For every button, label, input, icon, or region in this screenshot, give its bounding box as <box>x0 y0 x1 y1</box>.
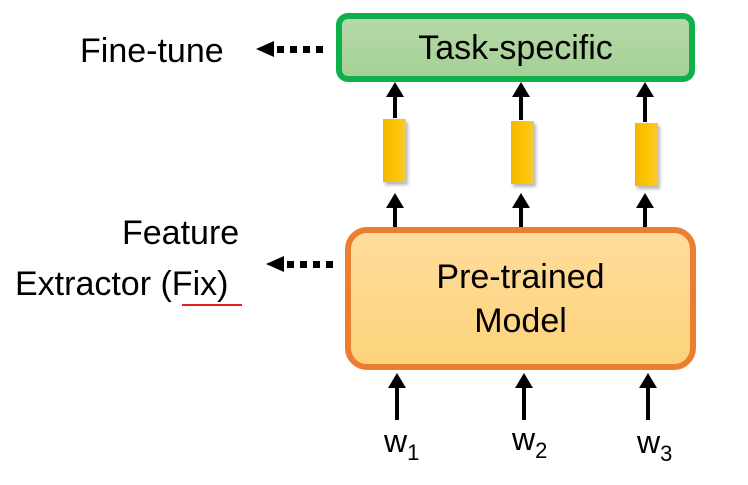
feature-label-line2: Extractor (Fix) <box>15 264 228 304</box>
input-word-1: w1 <box>384 423 420 465</box>
feature-arrowhead-icon <box>266 256 284 272</box>
task-specific-label: Task-specific <box>418 28 613 67</box>
pretrained-label-line2: Model <box>474 301 567 340</box>
arrow-up-icon <box>636 193 654 229</box>
fine-tune-dotted-line <box>277 45 323 53</box>
arrow-up-icon <box>639 373 657 420</box>
feature-vector-1 <box>383 119 406 182</box>
extractor-text: Extractor <box>15 265 161 303</box>
feature-vector-3 <box>635 123 658 186</box>
pretrained-label-line1: Pre-trained <box>436 257 605 296</box>
arrow-up-icon <box>388 373 406 420</box>
arrow-up-icon <box>636 82 654 122</box>
feature-label-line1: Feature <box>122 214 240 252</box>
pretrained-model-box: Pre-trained Model <box>345 227 696 370</box>
arrow-up-icon <box>515 373 533 420</box>
arrow-up-icon <box>512 82 530 120</box>
arrow-up-icon <box>512 193 530 229</box>
input-word-3: w3 <box>637 424 673 466</box>
feature-dotted-line <box>287 260 333 268</box>
input-word-2: w2 <box>512 421 548 463</box>
spellcheck-underline <box>182 304 242 306</box>
arrow-up-icon <box>386 82 404 118</box>
task-specific-box: Task-specific <box>336 13 695 82</box>
fine-tune-label: Fine-tune <box>80 32 224 70</box>
fix-text: (Fix) <box>160 265 229 303</box>
arrow-up-icon <box>386 193 404 229</box>
fine-tune-arrowhead-icon <box>256 41 274 57</box>
feature-vector-2 <box>511 121 534 184</box>
